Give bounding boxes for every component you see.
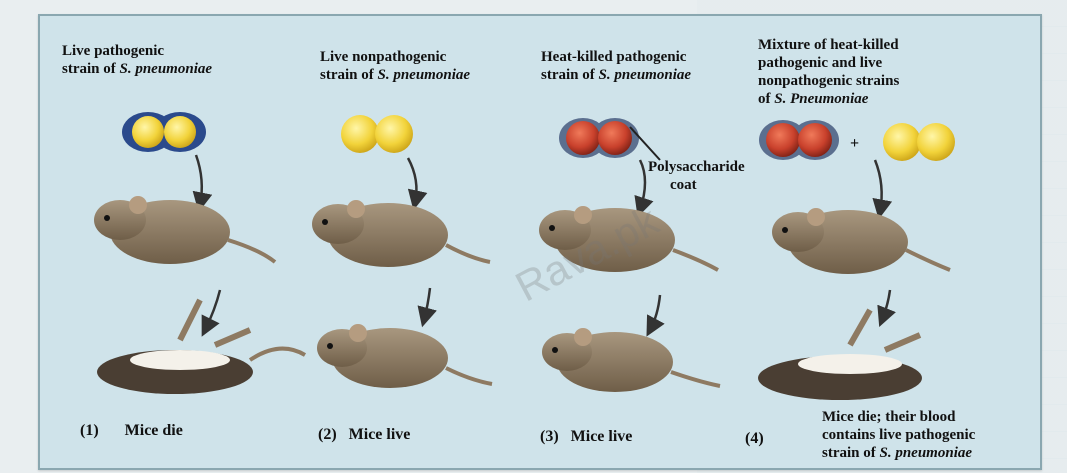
mouse-lower-3 — [542, 328, 720, 392]
mouse-upper-4 — [772, 208, 950, 274]
mouse-upper-1 — [94, 196, 275, 264]
mouse-dead-4 — [758, 310, 922, 400]
outcome-3: (3)Mice live — [540, 428, 632, 446]
mouse-upper-2 — [312, 200, 490, 267]
bacteria-live-nonpathogenic — [341, 115, 413, 153]
mouse-lower-2 — [317, 324, 492, 388]
plus-sign: + — [850, 135, 859, 152]
outcome-4-number: (4) — [745, 430, 764, 448]
bacteria-live-pathogenic — [122, 112, 206, 152]
outcome-1: (1)Mice die — [80, 422, 183, 440]
bacteria-heat-killed-pathogenic — [559, 118, 660, 160]
mouse-dead-1 — [97, 300, 305, 394]
outcome-4: Mice die; their blood contains live path… — [822, 408, 975, 462]
outcome-2: (2)Mice live — [318, 426, 410, 444]
